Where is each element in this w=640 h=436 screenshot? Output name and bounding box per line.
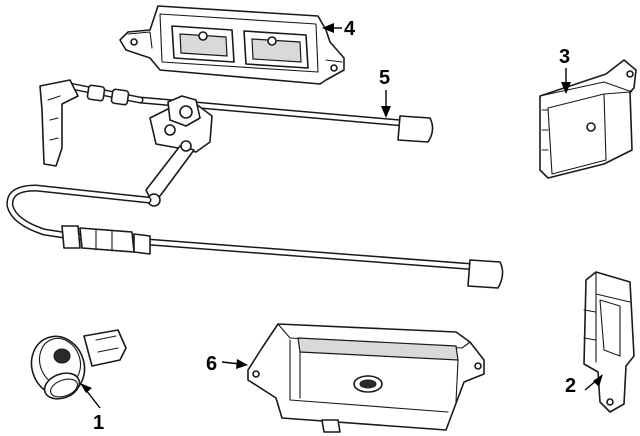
lower-wire-harness[interactable] bbox=[6, 184, 504, 289]
callout-2-number: 2 bbox=[565, 375, 576, 397]
callout-4-number: 4 bbox=[344, 18, 356, 40]
callout-3: 3 bbox=[559, 46, 571, 94]
part-3-control-module[interactable] bbox=[539, 59, 637, 179]
callout-5-number: 5 bbox=[379, 67, 390, 89]
callout-1-number: 1 bbox=[93, 412, 104, 434]
callout-1: 1 bbox=[80, 383, 104, 434]
part-6-electronic-module[interactable] bbox=[247, 323, 485, 433]
callout-3-number: 3 bbox=[559, 46, 570, 68]
part-4-connector-module[interactable] bbox=[119, 5, 345, 85]
part-5-upper-wire-harness[interactable] bbox=[39, 79, 434, 207]
callout-5: 5 bbox=[379, 67, 391, 118]
part-2-bracket-module[interactable] bbox=[583, 271, 635, 413]
callout-4: 4 bbox=[322, 18, 356, 40]
callout-6-number: 6 bbox=[206, 353, 217, 375]
callout-2: 2 bbox=[565, 374, 603, 397]
callout-6: 6 bbox=[206, 353, 248, 375]
part-1-parking-sensor[interactable] bbox=[23, 329, 127, 404]
